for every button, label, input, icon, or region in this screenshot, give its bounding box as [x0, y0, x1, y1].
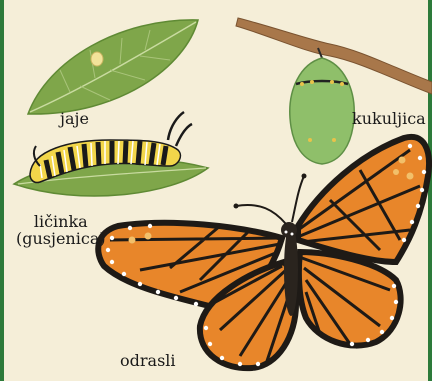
butterfly-body [284, 224, 298, 316]
pupa-label: kukuljica [352, 110, 426, 127]
chrysalis [290, 58, 354, 164]
adult-label: odrasli [120, 352, 176, 369]
egg-leaf [28, 20, 198, 114]
egg [91, 52, 103, 66]
larva-illustration [14, 112, 208, 196]
egg-leaf-illustration [28, 20, 198, 114]
larva-label-line1: ličinka [16, 213, 106, 230]
larva-label-line2: (gusjenica) [16, 230, 106, 247]
antennae [236, 176, 304, 224]
egg-label: jaje [60, 110, 89, 127]
right-hindwing [299, 252, 401, 346]
larva-label: ličinka (gusjenica) [16, 213, 106, 247]
